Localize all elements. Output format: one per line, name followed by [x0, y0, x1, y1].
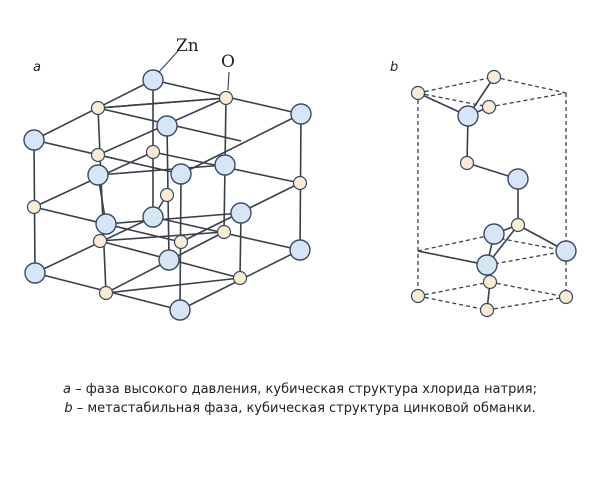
panel-b-label: b [390, 60, 398, 75]
zn-atom [214, 154, 236, 176]
zn-atom [289, 239, 311, 261]
zn-atom [142, 69, 164, 91]
o-atom [510, 217, 526, 233]
panel-b-zn-atoms [457, 105, 577, 276]
zn-atom [170, 163, 192, 185]
zn-atom [457, 105, 479, 127]
o-atom [410, 288, 426, 304]
panel-a-o-atoms [26, 90, 308, 301]
caption-letter-b: b [64, 401, 73, 416]
zn-atom [230, 202, 252, 224]
caption-text-a: – фаза высокого давления, кубическая стр… [70, 382, 537, 397]
o-atom [26, 199, 42, 215]
zn-label: Zn [176, 36, 199, 56]
o-atom [92, 233, 108, 249]
caption-line-a: a – фаза высокого давления, кубическая с… [0, 380, 600, 399]
o-atom [216, 224, 232, 240]
o-atom [410, 85, 426, 101]
zn-atom [507, 168, 529, 190]
o-atom [98, 285, 114, 301]
caption-text-b: – метастабильная фаза, кубическая структ… [72, 401, 536, 416]
o-label: O [221, 52, 235, 72]
o-atom [459, 155, 475, 171]
zn-atom [476, 254, 498, 276]
o-atom [218, 90, 234, 106]
o-atom [479, 302, 495, 318]
figure-caption: a – фаза высокого давления, кубическая с… [0, 380, 600, 418]
panel-a-zn-atoms [23, 69, 312, 321]
caption-letter-a: a [63, 382, 71, 397]
o-atom [486, 69, 502, 85]
zn-atom [23, 129, 45, 151]
panel-b-o-atoms [410, 69, 574, 318]
zn-atom [87, 164, 109, 186]
zn-atom [483, 223, 505, 245]
zn-atom [95, 213, 117, 235]
zn-atom [142, 206, 164, 228]
zn-atom [24, 262, 46, 284]
panel-a-rocksalt: Zn O a [23, 36, 312, 321]
zn-atom [169, 299, 191, 321]
panel-b-zincblende: b [390, 60, 577, 318]
zn-atom [290, 103, 312, 125]
zn-atom [156, 115, 178, 137]
caption-line-b: b – метастабильная фаза, кубическая стру… [0, 399, 600, 418]
o-atom [292, 175, 308, 191]
zn-atom [555, 240, 577, 262]
o-atom [90, 147, 106, 163]
o-atom [145, 144, 161, 160]
o-atom [159, 187, 175, 203]
o-atom [481, 99, 497, 115]
panel-a-label: a [33, 60, 41, 75]
o-atom [90, 100, 106, 116]
o-atom [173, 234, 189, 250]
o-atom [558, 289, 574, 305]
o-atom [232, 270, 248, 286]
o-atom [482, 274, 498, 290]
zn-atom [158, 249, 180, 271]
